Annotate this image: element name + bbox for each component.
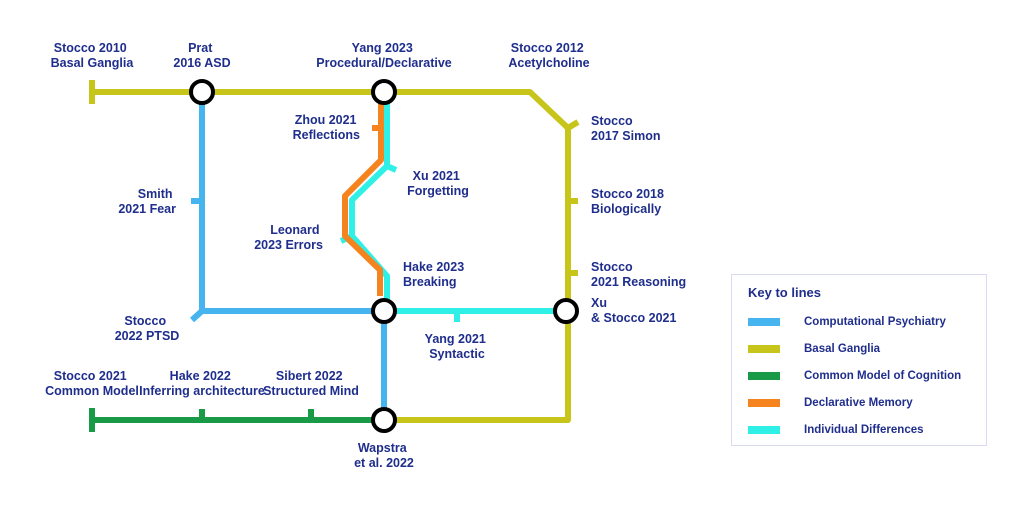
legend-panel: Key to lines Computational Psychiatry Ba…	[731, 274, 987, 446]
station-label-leonard[interactable]: Leonard 2023 Errors	[254, 223, 323, 252]
station-label-hake-2022[interactable]: Hake 2022 Inferring architecture	[139, 369, 265, 398]
legend-label: Computational Psychiatry	[804, 316, 946, 328]
legend-swatch	[748, 372, 780, 380]
station-label-xu-stocco[interactable]: Xu & Stocco 2021	[591, 296, 677, 325]
station-label-stocco-2018[interactable]: Stocco 2018 Biologically	[591, 187, 667, 216]
interchanges	[189, 79, 579, 433]
legend-swatch	[748, 426, 780, 434]
station-label-sibert-2022[interactable]: Sibert 2022 Structured Mind	[263, 369, 359, 398]
legend-label: Individual Differences	[804, 424, 924, 436]
legend-item-declarative-memory[interactable]: Declarative Memory	[748, 396, 913, 410]
station-label-hake-2023[interactable]: Hake 2023 Breaking	[403, 260, 468, 289]
station-label-smith[interactable]: Smith 2021 Fear	[118, 187, 176, 216]
station-label-stocco-2022[interactable]: Stocco 2022 PTSD	[115, 314, 180, 343]
interchange-prat[interactable]	[189, 79, 215, 105]
legend-swatch	[748, 318, 780, 326]
legend-swatch	[748, 345, 780, 353]
declarative-memory-line	[342, 92, 384, 296]
legend-item-basal-ganglia[interactable]: Basal Ganglia	[748, 342, 880, 356]
legend-item-computational-psychiatry[interactable]: Computational Psychiatry	[748, 315, 946, 329]
interchange-hake-2023[interactable]	[371, 298, 397, 324]
legend-swatch	[748, 399, 780, 407]
interchange-xu-stocco[interactable]	[553, 298, 579, 324]
station-labels: Stocco 2010 Basal Ganglia Prat 2016 ASD …	[45, 41, 686, 470]
legend-item-individual-differences[interactable]: Individual Differences	[748, 423, 924, 437]
station-label-stocco-2017[interactable]: Stocco 2017 Simon	[591, 114, 660, 143]
station-label-stocco-2012[interactable]: Stocco 2012 Acetylcholine	[508, 41, 589, 70]
interchange-wapstra[interactable]	[371, 407, 397, 433]
interchange-yang-2023[interactable]	[371, 79, 397, 105]
legend-label: Declarative Memory	[804, 397, 913, 409]
station-label-wapstra[interactable]: Wapstra et al. 2022	[354, 441, 414, 470]
common-model-line	[89, 408, 384, 432]
station-label-prat[interactable]: Prat 2016 ASD	[173, 41, 230, 70]
station-label-yang-2023[interactable]: Yang 2023 Procedural/Declarative	[316, 41, 452, 70]
station-label-zhou-2021[interactable]: Zhou 2021 Reflections	[293, 113, 360, 142]
legend-label: Common Model of Cognition	[804, 370, 962, 382]
station-label-yang-2021[interactable]: Yang 2021 Syntactic	[425, 332, 490, 361]
station-label-xu-2021[interactable]: Xu 2021 Forgetting	[407, 169, 469, 198]
legend-label: Basal Ganglia	[804, 343, 881, 355]
legend-title: Key to lines	[748, 285, 821, 300]
station-label-stocco-2021-common[interactable]: Stocco 2021 Common Model	[45, 369, 139, 398]
legend-item-common-model[interactable]: Common Model of Cognition	[748, 369, 961, 383]
station-label-stocco-2010[interactable]: Stocco 2010 Basal Ganglia	[51, 41, 135, 70]
station-label-stocco-2021-reasoning[interactable]: Stocco 2021 Reasoning	[591, 260, 686, 289]
computational-psychiatry-line	[189, 92, 387, 420]
